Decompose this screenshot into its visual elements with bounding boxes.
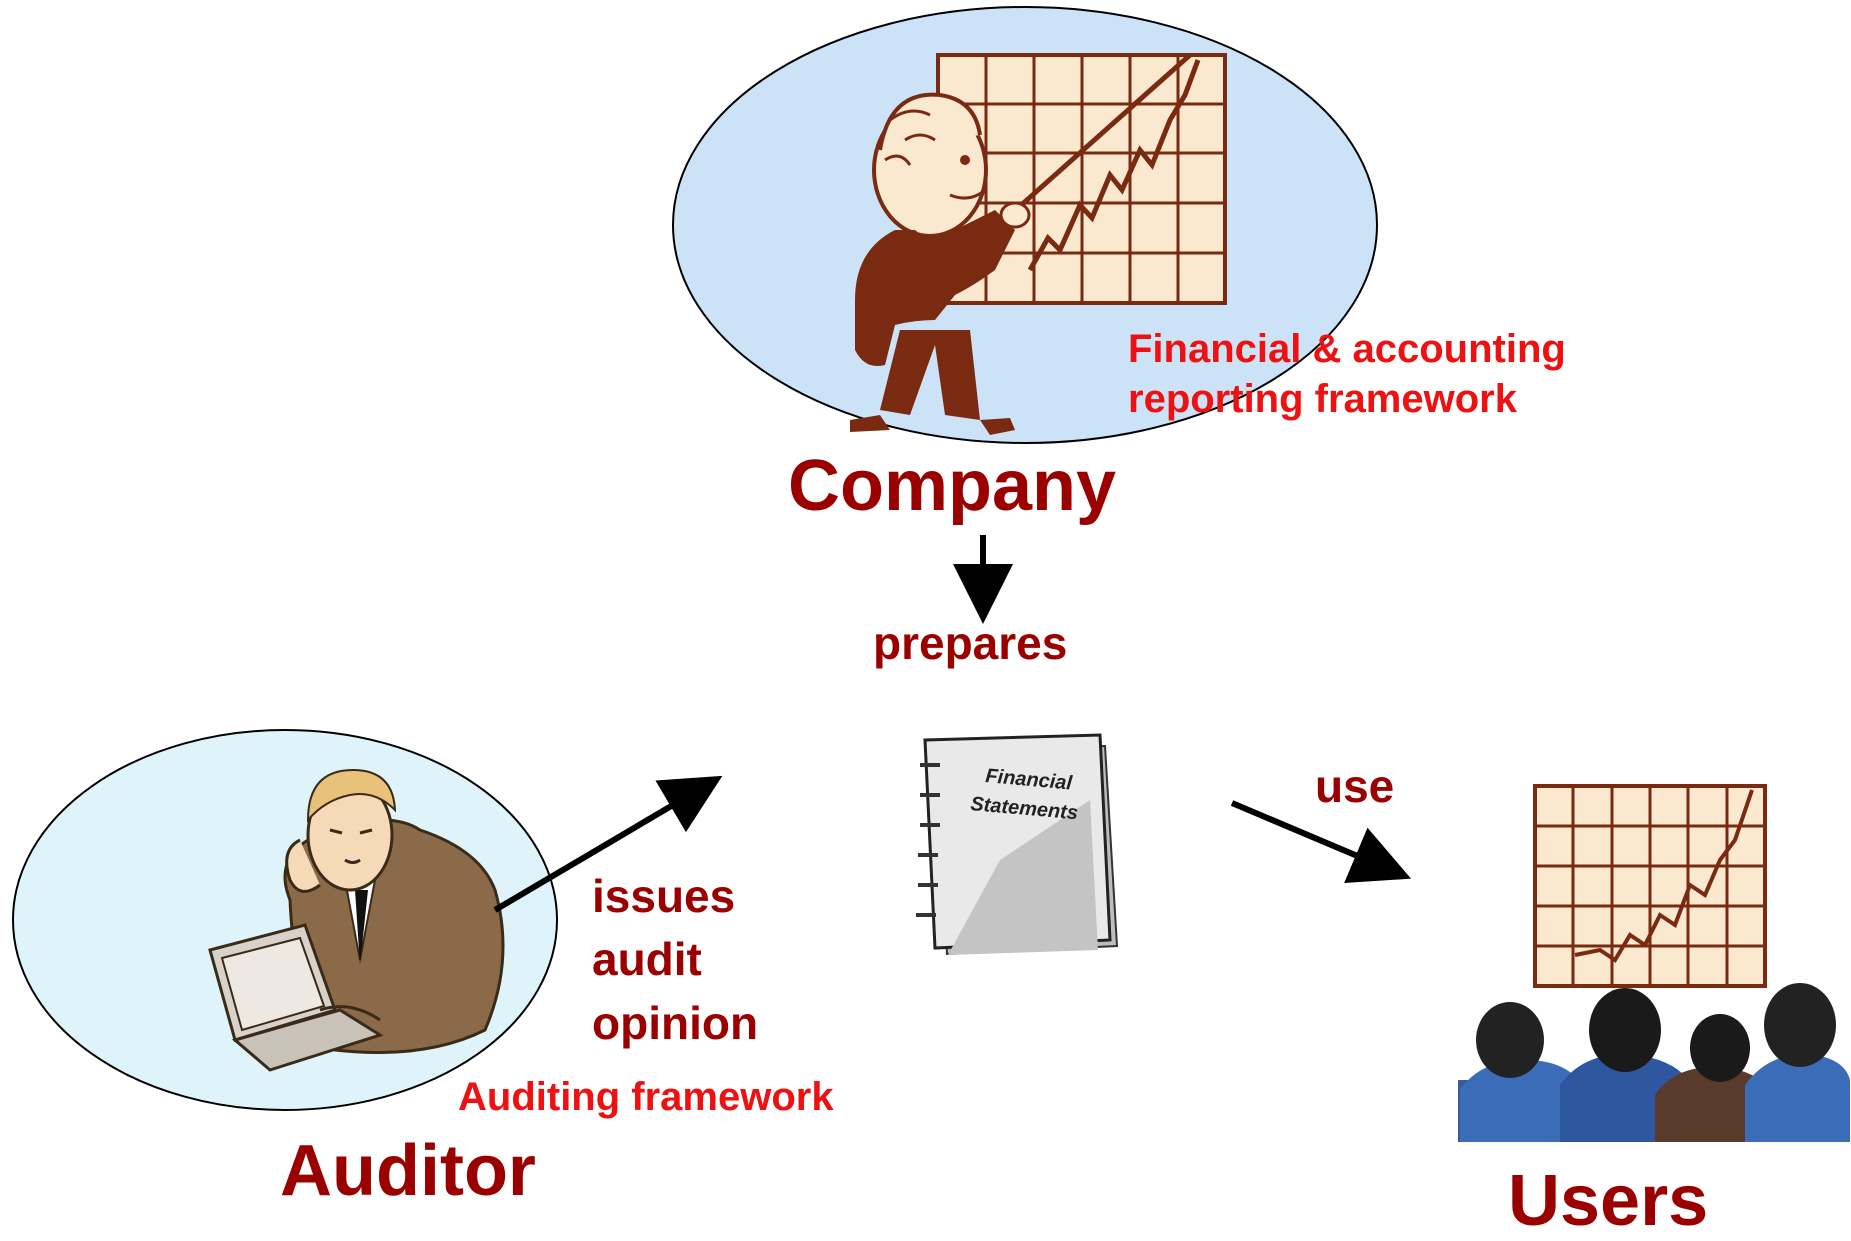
presenter-figure-icon [850, 53, 1192, 435]
company-framework-label: Financial & accounting reporting framewo… [1128, 324, 1566, 424]
issues-line3: opinion [592, 996, 759, 1049]
users-label: Users [1508, 1161, 1709, 1241]
statements-to-users-arrow [1230, 800, 1412, 883]
company-framework-line1: Financial & accounting [1128, 327, 1566, 371]
auditor-to-statements-arrow [493, 775, 723, 913]
issues-audit-opinion-label: issues audit opinion [592, 865, 758, 1055]
company-framework-line2: reporting framework [1128, 377, 1517, 421]
financial-statements-book-icon: Financial Statements [916, 733, 1119, 956]
auditor-figure-icon [208, 768, 505, 1072]
auditor-label: Auditor [280, 1131, 536, 1211]
users-chart-icon [1533, 784, 1767, 988]
audience-icon [1458, 983, 1850, 1142]
auditor-framework-label: Auditing framework [458, 1075, 834, 1119]
issues-line1: issues [592, 870, 736, 922]
issues-line2: audit [592, 933, 702, 986]
use-label: use [1315, 760, 1395, 812]
company-label: Company [788, 446, 1117, 526]
prepares-label: prepares [873, 617, 1068, 669]
